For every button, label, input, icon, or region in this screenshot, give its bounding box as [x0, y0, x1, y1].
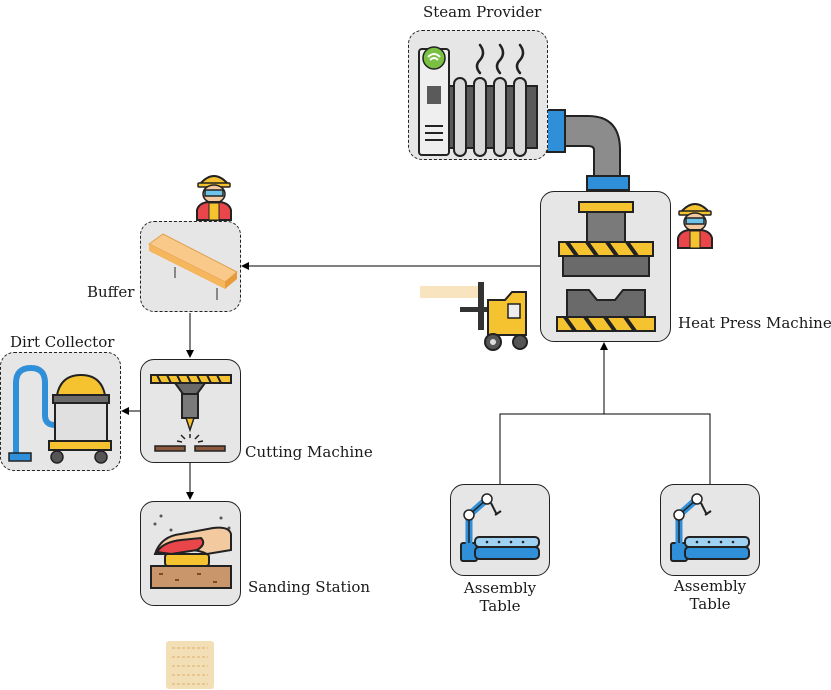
assembly-table-2-label-line1: Assembly — [673, 577, 747, 595]
forklift-icon — [420, 282, 528, 351]
buffer-label: Buffer — [87, 283, 135, 301]
press-machine-icon — [556, 201, 656, 333]
assembly-table-2-label: Assembly Table — [660, 577, 760, 613]
steam-pipe-icon — [546, 109, 630, 191]
heat-press-node[interactable] — [540, 191, 671, 342]
radiator-icon — [418, 43, 538, 157]
worker-icon — [196, 175, 232, 221]
wooden-board-icon — [148, 233, 238, 300]
hand-sanding-icon — [150, 514, 232, 589]
drill-cutter-icon — [150, 374, 232, 452]
industrial-vacuum-icon — [8, 364, 112, 464]
cutting-machine-label: Cutting Machine — [245, 443, 373, 461]
assembly-table-1-label-line1: Assembly — [463, 579, 537, 597]
steam-provider-node[interactable] — [408, 30, 548, 160]
plywood-sheet-icon — [166, 641, 214, 689]
buffer-node[interactable] — [140, 221, 241, 312]
robot-arm-conveyor-icon — [670, 493, 750, 562]
line-assembly2-up — [604, 413, 711, 484]
heat-press-label: Heat Press Machine — [678, 314, 831, 332]
assembly-table-1-label-line2: Table — [479, 597, 521, 615]
dirt-collector-label: Dirt Collector — [10, 333, 115, 351]
robot-arm-conveyor-icon — [460, 493, 540, 562]
worker-icon — [677, 203, 713, 249]
sanding-station-label: Sanding Station — [248, 578, 371, 596]
assembly-table-1-label: Assembly Table — [450, 579, 550, 615]
assembly-table-1-node[interactable] — [450, 484, 550, 576]
line-assembly1-up — [499, 413, 604, 484]
sanding-station-node[interactable] — [140, 501, 241, 606]
steam-provider-label: Steam Provider — [423, 3, 542, 21]
assembly-table-2-node[interactable] — [660, 484, 760, 576]
assembly-table-2-label-line2: Table — [689, 595, 731, 613]
dirt-collector-node[interactable] — [0, 352, 121, 471]
cutting-machine-node[interactable] — [140, 359, 241, 463]
connectors — [121, 262, 711, 500]
